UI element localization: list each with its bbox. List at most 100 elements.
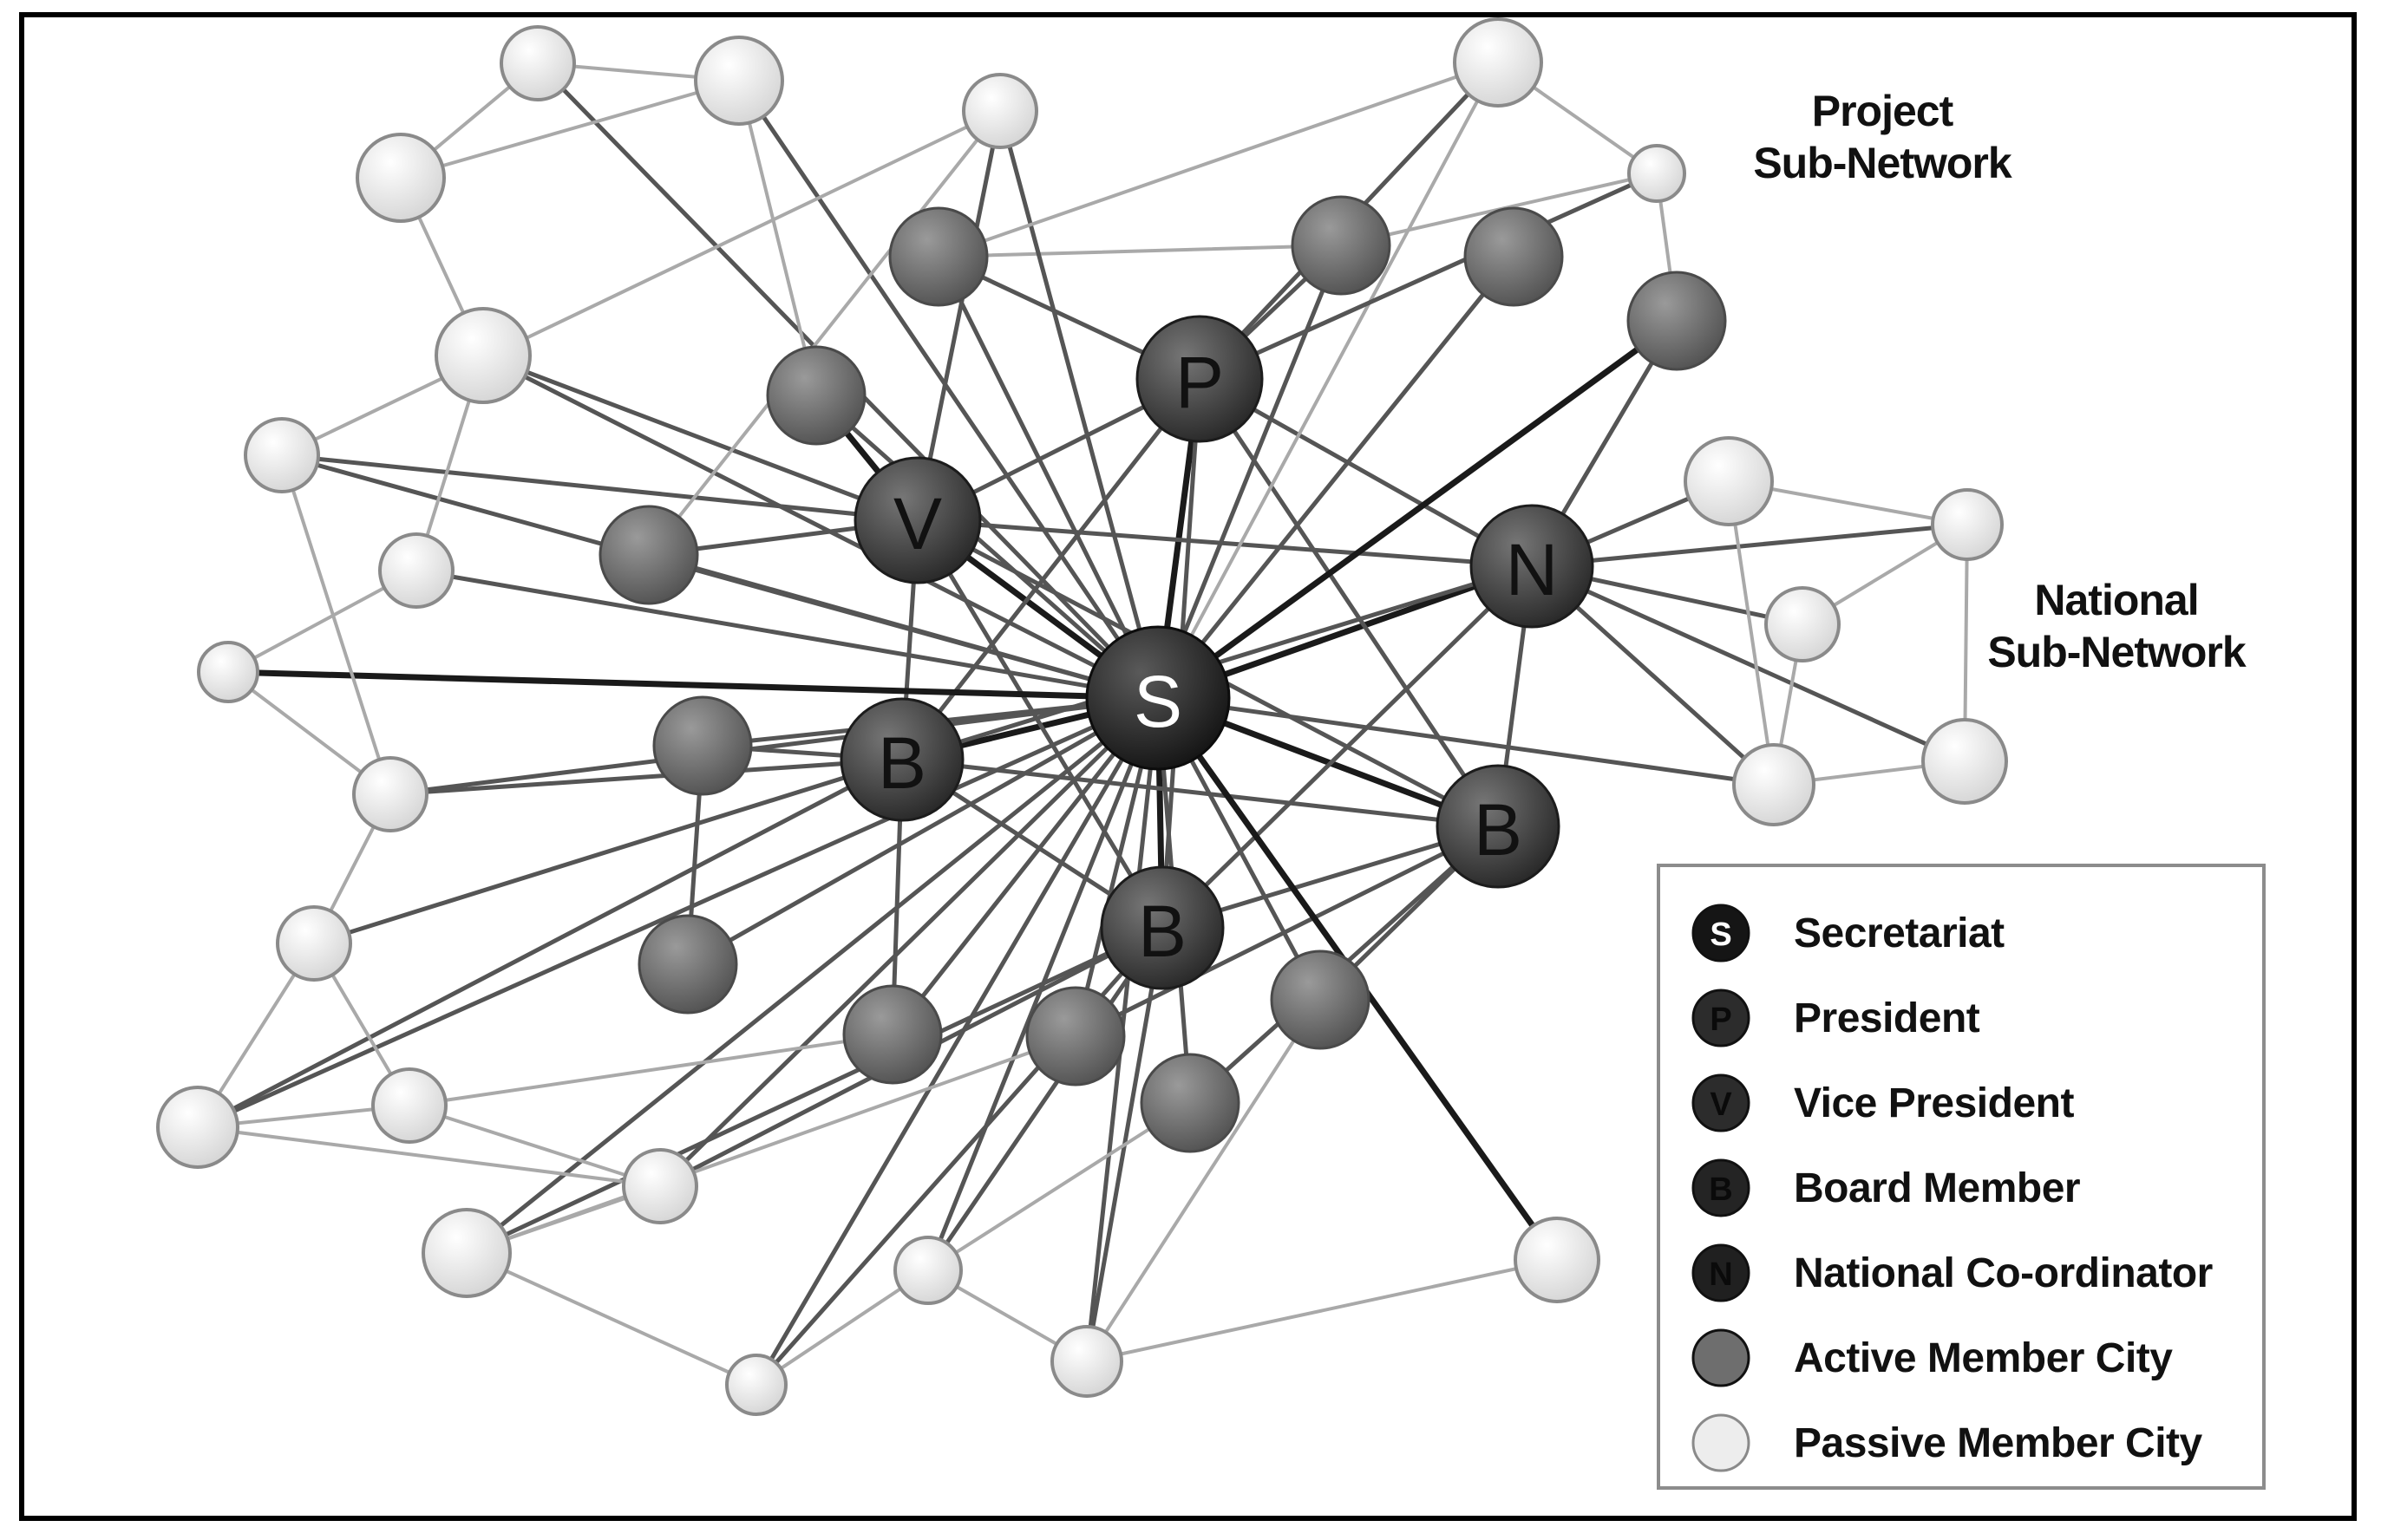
node-circle <box>1764 586 1841 662</box>
legend-item-passive-member-city: Passive Member City <box>1660 1401 2262 1485</box>
edge-s-a12 <box>1155 317 1680 701</box>
edge-s-c7 <box>414 568 1161 701</box>
node-passive-member-city-c4 <box>356 133 446 223</box>
legend-swatch-icon: B <box>1691 1158 1750 1217</box>
node-passive-member-city-c22 <box>1931 488 2004 561</box>
node-circle <box>276 905 352 982</box>
edge-c2-c4 <box>399 79 741 179</box>
node-circle <box>1025 986 1126 1086</box>
legend-swatch-icon: P <box>1691 989 1750 1047</box>
node-circle <box>352 756 428 832</box>
edge-s-c13 <box>657 695 1161 1189</box>
project-label-line2: Sub-Network <box>1753 139 2011 187</box>
edge-b1-c11 <box>195 757 905 1130</box>
node-circle <box>356 133 446 223</box>
node-circle <box>1100 865 1225 990</box>
node-active-member-city-a4 <box>599 505 699 605</box>
node-circle <box>1135 315 1264 443</box>
node-president-p: P <box>1135 315 1264 443</box>
edge-c6-c9 <box>280 454 392 796</box>
node-circle <box>854 456 982 584</box>
edge-v-c6 <box>279 453 920 523</box>
edge-v-b2 <box>915 518 1165 930</box>
node-active-member-city-a12 <box>1626 271 1727 371</box>
node-circle <box>766 345 867 446</box>
node-active-member-city-a10 <box>1270 949 1370 1050</box>
edge-s-c15 <box>754 695 1161 1387</box>
node-passive-member-city-c24 <box>1732 743 1815 826</box>
node-circle <box>1627 144 1686 203</box>
legend-label: Vice President <box>1794 1080 2074 1126</box>
node-active-member-city-a3 <box>1291 195 1391 296</box>
node-passive-member-city-c3 <box>962 73 1038 149</box>
edge-c16-a9 <box>926 1101 1192 1272</box>
node-label: N <box>1506 529 1559 610</box>
node-active-member-city-a8 <box>1025 986 1126 1086</box>
edge-s-c6 <box>279 453 1161 701</box>
edge-s-a3 <box>1155 243 1344 701</box>
node-passive-member-city-c23 <box>1764 586 1841 662</box>
node-passive-member-city-c10 <box>276 905 352 982</box>
edge-c3-a4 <box>647 109 1002 557</box>
edge-s-c2 <box>736 78 1161 701</box>
edge-c12-a7 <box>408 1033 894 1107</box>
legend-glyph: N <box>1709 1256 1732 1293</box>
node-passive-member-city-c20 <box>1627 144 1686 203</box>
node-circle <box>1050 1325 1123 1398</box>
node-circle <box>1931 488 2004 561</box>
legend-item-vice-president: V Vice President <box>1660 1061 2262 1145</box>
node-circle <box>962 73 1038 149</box>
project-label-line1: Project <box>1811 87 1954 135</box>
legend-glyph: V <box>1710 1086 1732 1123</box>
node-passive-member-city-c5 <box>435 307 532 404</box>
edge-b1-c10 <box>311 757 905 946</box>
legend-label: Board Member <box>1794 1165 2081 1211</box>
edge-s-c11 <box>195 695 1161 1130</box>
node-circle <box>422 1208 512 1298</box>
project-subnetwork-label: Project Sub-Network <box>1726 85 2038 189</box>
legend-swatch-icon <box>1691 1413 1750 1472</box>
edge-s-a11 <box>1155 254 1516 701</box>
node-passive-member-city-c7 <box>378 532 455 609</box>
node-circle <box>622 1148 698 1224</box>
node-circle <box>1463 206 1564 307</box>
edge-n-b2 <box>1160 564 1534 930</box>
edge-p-b3 <box>1197 376 1501 829</box>
legend-swatch-icon: V <box>1691 1073 1750 1132</box>
legend-item-active-member-city: Active Member City <box>1660 1316 2262 1400</box>
node-circle <box>435 307 532 404</box>
edge-n-c25 <box>1529 564 1967 764</box>
node-label: P <box>1175 342 1224 423</box>
node-national-coordinator-n: N <box>1469 504 1594 629</box>
edge-s-a2 <box>936 254 1161 701</box>
node-passive-member-city-c25 <box>1921 718 2008 805</box>
edge-c19-a2 <box>937 61 1500 258</box>
edge-s-a6 <box>685 695 1161 967</box>
node-passive-member-city-c18 <box>1514 1217 1600 1303</box>
edge-c11-c13 <box>196 1126 662 1188</box>
node-circle <box>244 417 320 493</box>
node-circle <box>694 36 784 126</box>
edge-n-c22 <box>1529 522 1970 569</box>
node-active-member-city-a9 <box>1140 1053 1240 1153</box>
node-active-member-city-a5 <box>652 695 753 796</box>
node-circle <box>500 25 576 101</box>
node-active-member-city-a7 <box>842 984 943 1085</box>
legend-glyph: P <box>1710 1002 1731 1038</box>
node-circle <box>599 505 699 605</box>
legend-label: President <box>1794 995 1980 1041</box>
legend-swatch-icon: S <box>1691 904 1750 962</box>
node-passive-member-city-c17 <box>1050 1325 1123 1398</box>
legend-glyph: S <box>1710 917 1731 953</box>
edge-c14-c15 <box>465 1251 758 1387</box>
node-active-member-city-a6 <box>638 914 738 1015</box>
node-label: B <box>878 722 926 804</box>
legend-swatch-icon: N <box>1691 1243 1750 1302</box>
legend-item-board-member: B Board Member <box>1660 1146 2262 1230</box>
edge-v-n <box>915 518 1534 569</box>
node-passive-member-city-c9 <box>352 756 428 832</box>
edge-c21-c24 <box>1727 480 1776 786</box>
